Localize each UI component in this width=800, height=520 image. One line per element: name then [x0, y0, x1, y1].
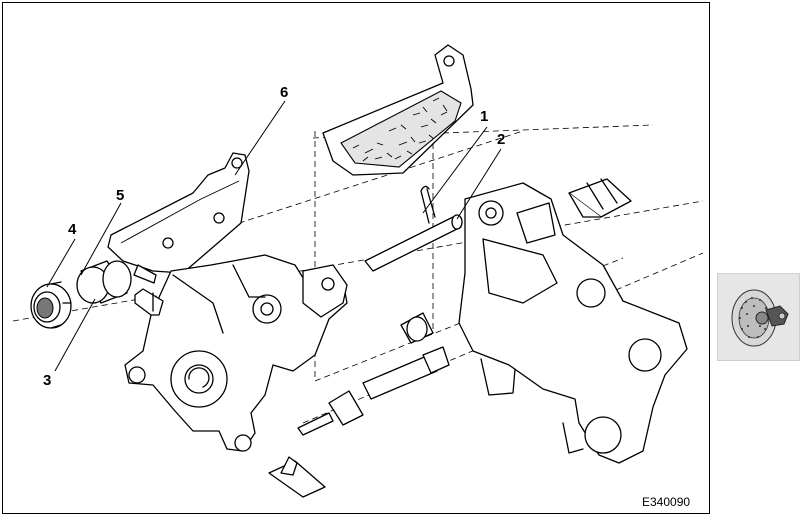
anti-rattle-spring	[568, 178, 632, 218]
lower-brake-pad	[107, 152, 250, 284]
brake-caliper-exploded-view	[12, 44, 704, 498]
brake-disc-thumbnail-icon	[731, 289, 789, 347]
figure-code: E340090	[642, 495, 691, 509]
brake-disc-thumbnail[interactable]	[717, 273, 800, 361]
callout-5: 5	[116, 187, 125, 204]
callout-2: 2	[497, 131, 506, 148]
caliper-body	[124, 254, 348, 452]
diagram-frame: 1 2 3 4 5 6 E340090	[2, 2, 710, 514]
callout-leaders	[46, 100, 502, 372]
callout-3: 3	[43, 372, 52, 389]
callout-1: 1	[480, 108, 489, 125]
callout-6: 6	[280, 84, 289, 101]
upper-brake-pad	[322, 44, 474, 176]
pad-spring-clip	[268, 456, 326, 498]
dust-seal	[30, 281, 72, 329]
callout-4: 4	[68, 221, 77, 238]
guide-pins	[297, 214, 463, 436]
caliper-carrier-bracket	[458, 182, 688, 464]
